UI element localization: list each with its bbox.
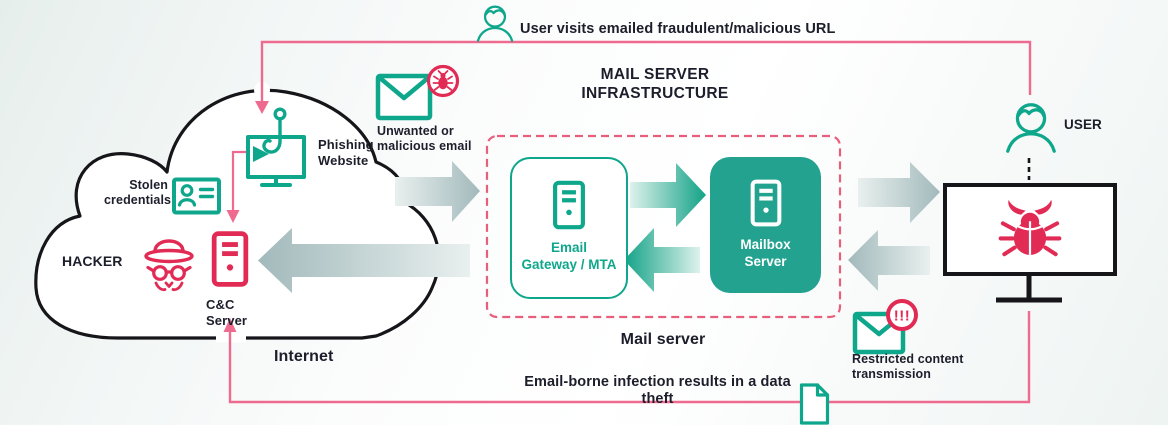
cnc-server-icon	[211, 230, 249, 288]
user-label: USER	[1064, 117, 1102, 132]
bottom-caption: Email-borne infection results in a data …	[524, 374, 791, 408]
bug-badge-icon	[432, 70, 454, 91]
malicious-email-icon	[374, 60, 462, 124]
flow-bottom-line	[228, 311, 1031, 404]
arrow-mailbox-to-gateway	[624, 228, 700, 292]
monitor-stand	[996, 276, 1062, 303]
stolen-document-icon	[796, 382, 833, 425]
arrow-cloud-to-gateway	[395, 161, 480, 222]
flow-top-line	[260, 40, 1032, 108]
restricted-email-icon: !!!	[851, 296, 927, 355]
flow-top-arrowhead	[255, 101, 269, 114]
arrow-user-to-mailbox	[848, 230, 930, 291]
mailbox-server-icon	[750, 179, 781, 227]
user-person-icon	[1001, 97, 1061, 157]
mailbox-server-box: Mailbox Server	[710, 157, 821, 293]
arrow-gateway-to-cnc	[258, 228, 470, 293]
phishing-website-icon	[242, 103, 312, 191]
restricted-label: Restricted content transmission	[852, 352, 964, 381]
hacker-icon	[138, 228, 200, 298]
internet-label: Internet	[274, 348, 334, 365]
malicious-email-label: Unwanted or malicious email	[377, 124, 472, 153]
flow-cnc-arrowhead	[226, 210, 240, 223]
flow-bottom-arrowhead	[223, 318, 237, 332]
stolen-credentials-icon	[171, 177, 222, 215]
mail-server-caption: Mail server	[620, 331, 706, 348]
infrastructure-title: MAIL SERVER INFRASTRUCTURE	[581, 66, 729, 102]
top-caption: User visits emailed fraudulent/malicious…	[520, 21, 836, 37]
user-monitor	[943, 183, 1117, 276]
arrow-gateway-to-mailbox	[630, 163, 706, 227]
cnc-server-label: C&C Server	[206, 297, 248, 328]
stolen-credentials-label: Stolen credentials	[104, 178, 172, 207]
exclamation-badge: !!!	[894, 308, 911, 325]
flow-phishing-to-cnc	[231, 150, 246, 216]
arrow-mailbox-to-user	[858, 162, 940, 223]
malware-bug-icon	[998, 199, 1062, 256]
mail-server-dashed-border	[485, 134, 842, 319]
user-person-icon-top	[472, 1, 518, 45]
email-gateway-box: Email Gateway / MTA	[510, 157, 628, 299]
hacker-label: HACKER	[62, 253, 123, 269]
mailbox-server-label: Mailbox Server	[740, 237, 791, 269]
phishing-website-label: Phishing Website	[318, 137, 374, 168]
email-gateway-label: Email Gateway / MTA	[521, 240, 617, 272]
gateway-server-icon	[553, 180, 585, 230]
